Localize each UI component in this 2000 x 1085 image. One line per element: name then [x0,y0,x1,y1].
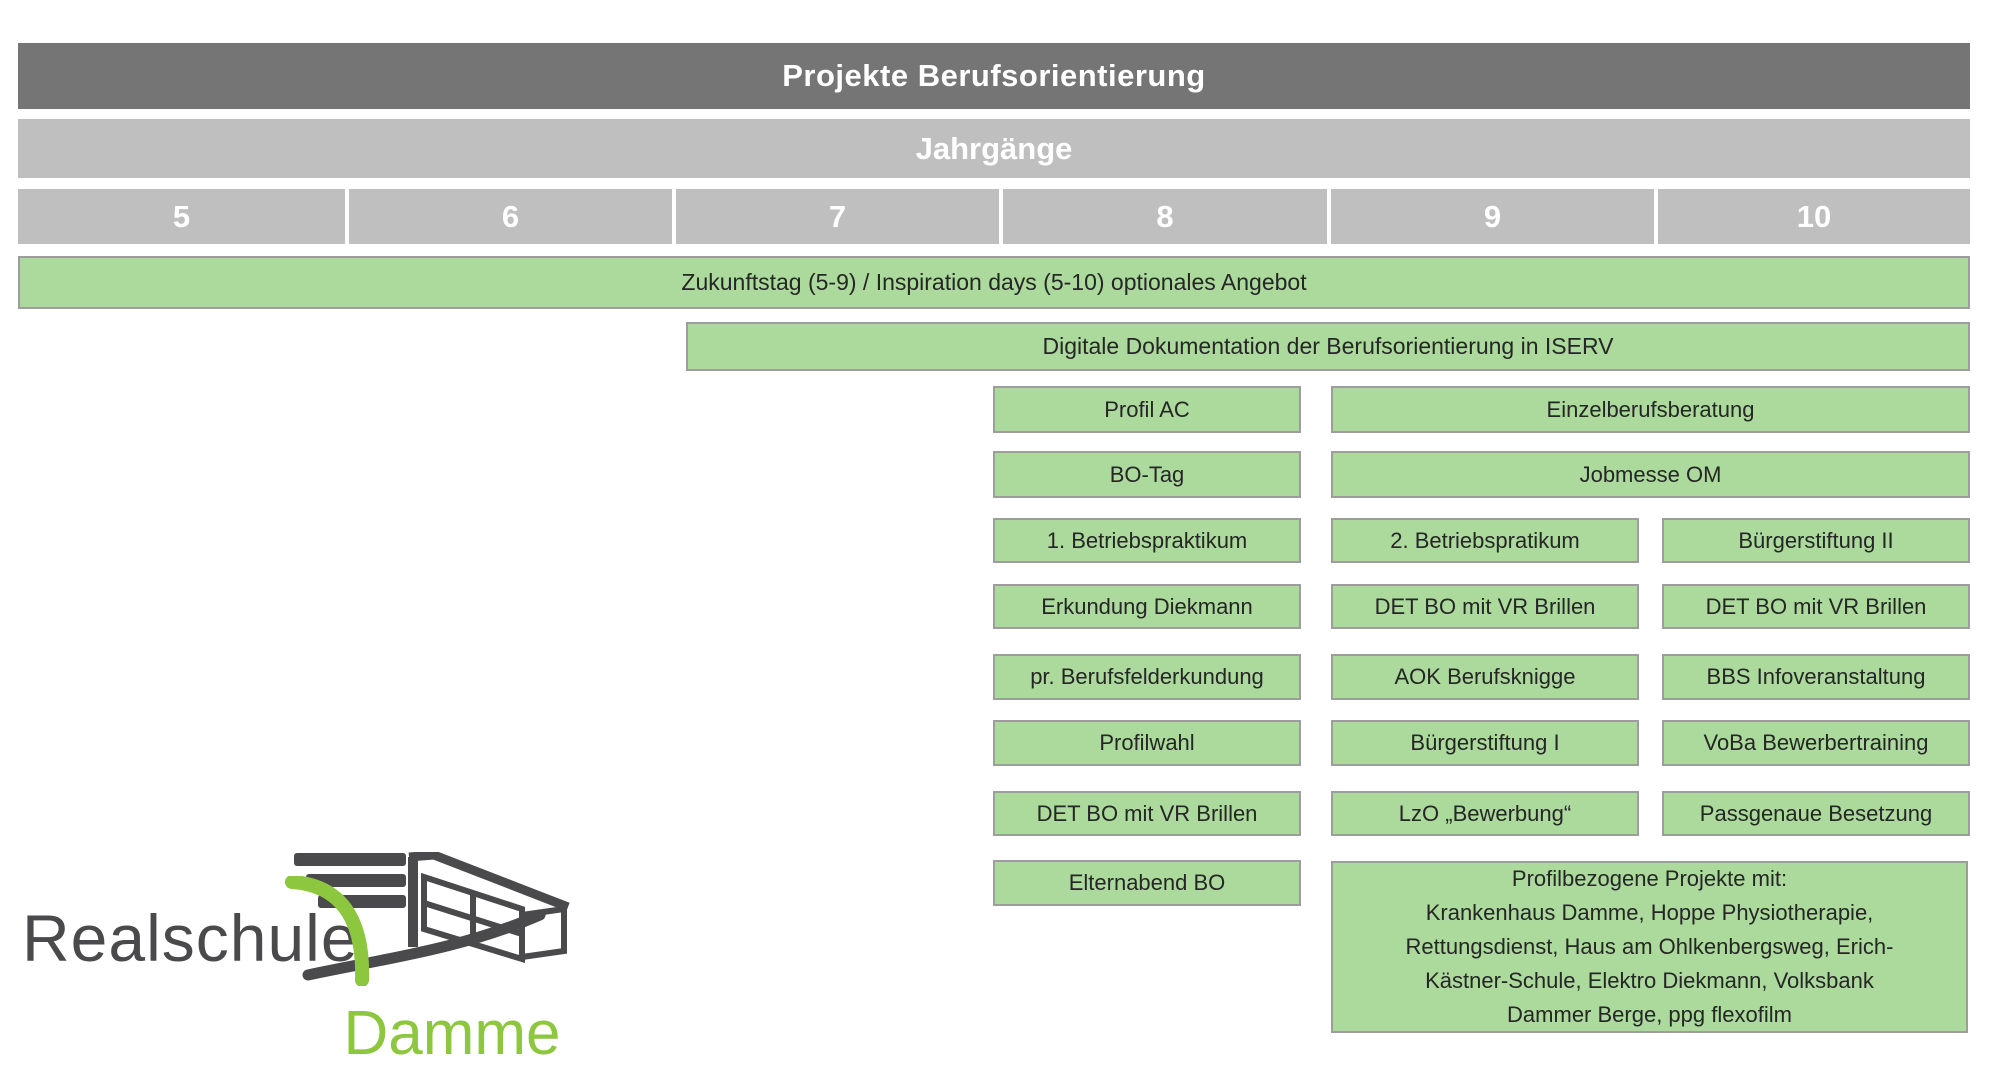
building-icon [294,852,570,981]
box-voba-bewerbertraining: VoBa Bewerbertraining [1662,720,1970,766]
box-bbs-infoveranstaltung: BBS Infoveranstaltung [1662,654,1970,700]
box-profil-ac: Profil AC [993,386,1301,433]
grade-cell-10: 10 [1658,189,1970,244]
grade-label-8: 8 [1156,198,1174,234]
jahrgaenge-bar: Jahrgänge [18,119,1970,178]
logo-text-realschule: Realschule [22,901,359,975]
box-profilwahl: Profilwahl [993,720,1301,766]
school-logo: Realschule Damme [22,852,582,1077]
profil-box-line: Rettungsdienst, Haus am Ohlkenbergsweg, … [1405,934,1894,959]
title-bar: Projekte Berufsorientierung [18,43,1970,109]
box-1-betriebspraktikum: 1. Betriebspraktikum [993,518,1301,563]
grade-cell-8: 8 [1003,189,1327,244]
box-passgenaue-besetzung: Passgenaue Besetzung [1662,791,1970,836]
profil-box-line: Kästner-Schule, Elektro Diekmann, Volksb… [1425,968,1874,993]
box-det-bo-vr-g8: DET BO mit VR Brillen [993,791,1301,836]
box-erkundung-diekmann: Erkundung Diekmann [993,584,1301,629]
box-bo-tag: BO-Tag [993,451,1301,498]
box-2-betriebspratikum: 2. Betriebspratikum [1331,518,1639,563]
grade-cell-9: 9 [1331,189,1654,244]
box-profilbezogene-projekte: Profilbezogene Projekte mit: Krankenhaus… [1331,861,1968,1033]
box-buergerstiftung-1: Bürgerstiftung I [1331,720,1639,766]
grade-label-5: 5 [172,198,191,234]
profil-box-line: Profilbezogene Projekte mit: [1511,866,1788,891]
box-elternabend-bo: Elternabend BO [993,860,1301,906]
box-aok-berufsknigge: AOK Berufsknigge [1331,654,1639,700]
logo-text-damme: Damme [343,999,561,1068]
profil-box-line: Dammer Berge, ppg flexofilm [1507,1002,1792,1027]
jahrgaenge-label: Jahrgänge [915,130,1073,166]
box-lzo-bewerbung: LzO „Bewerbung“ [1331,791,1639,836]
grade-label-9: 9 [1483,198,1502,234]
box-det-bo-vr-g9: DET BO mit VR Brillen [1331,584,1639,629]
profil-box-line: Krankenhaus Damme, Hoppe Physiotherapie, [1425,900,1874,925]
bar-zukunftstag: Zukunftstag (5-9) / Inspiration days (5-… [18,256,1970,309]
box-det-bo-vr-g10: DET BO mit VR Brillen [1662,584,1970,629]
page-title: Projekte Berufsorientierung [782,58,1206,93]
box-einzelberufsberatung: Einzelberufsberatung [1331,386,1970,433]
grade-cell-7: 7 [676,189,999,244]
grade-label-6: 6 [501,198,520,234]
box-buergerstiftung-2: Bürgerstiftung II [1662,518,1970,563]
bar-iserv-dokumentation: Digitale Dokumentation der Berufsorienti… [686,322,1970,371]
box-jobmesse-om: Jobmesse OM [1331,451,1970,498]
grade-cell-6: 6 [349,189,672,244]
grade-label-7: 7 [828,198,847,234]
box-pr-berufsfelderkundung: pr. Berufsfelderkundung [993,654,1301,700]
swoosh-icon [285,876,370,986]
grade-label-10: 10 [1796,198,1832,234]
grade-cell-5: 5 [18,189,345,244]
